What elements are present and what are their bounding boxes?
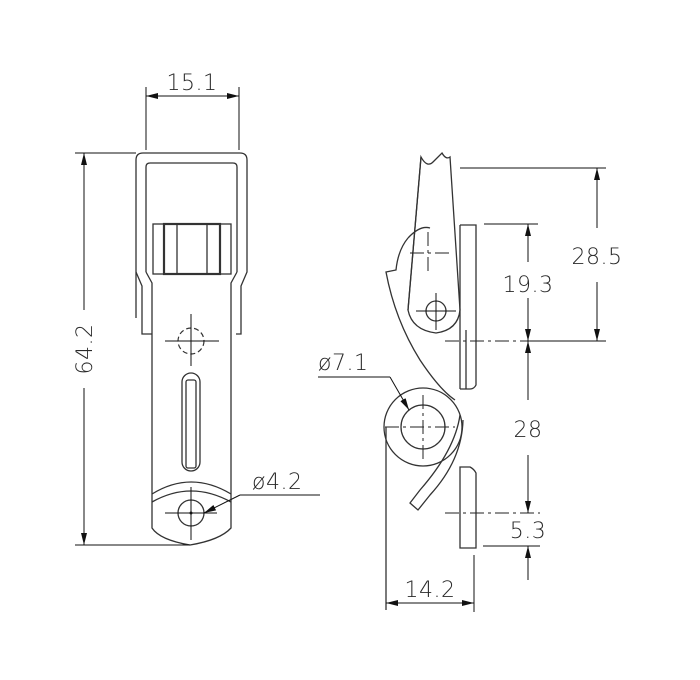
side-view bbox=[383, 151, 540, 610]
dim-label-19-3: 19.3 bbox=[503, 273, 554, 298]
dim-width-15-1: 15.1 bbox=[145, 71, 240, 150]
roller bbox=[152, 222, 232, 276]
lever-arm bbox=[407, 151, 461, 334]
dim-label-5-3: 5.3 bbox=[510, 519, 547, 544]
dim-hole-4-2: ø4.2 bbox=[203, 470, 320, 514]
dim-28: 28 bbox=[514, 341, 543, 513]
dim-pivot-7-1: ø7.1 bbox=[318, 351, 410, 411]
dim-label-28: 28 bbox=[514, 418, 543, 443]
dim-label-hole: ø4.2 bbox=[252, 470, 302, 495]
dim-19-3: 19.3 bbox=[484, 223, 554, 341]
hook-frame-outer-left bbox=[135, 271, 152, 335]
dim-label-height: 64.2 bbox=[73, 324, 98, 375]
front-view bbox=[135, 152, 248, 546]
dim-label-width: 15.1 bbox=[167, 71, 218, 96]
dim-14-2: 14.2 bbox=[386, 555, 475, 612]
hook-curve bbox=[385, 237, 456, 401]
dim-5-3: 5.3 bbox=[483, 519, 546, 580]
base-plate bbox=[460, 224, 477, 390]
dim-label-28-5: 28.5 bbox=[572, 245, 623, 270]
hook-frame-inner bbox=[145, 162, 238, 272]
dim-label-14-2: 14.2 bbox=[405, 578, 456, 603]
dim-label-pivot: ø7.1 bbox=[318, 351, 368, 376]
dim-28-5: 28.5 bbox=[460, 167, 623, 342]
dim-height-64-2: 64.2 bbox=[73, 152, 190, 546]
hook-frame-outer bbox=[135, 152, 248, 335]
adjustment-slot bbox=[181, 372, 201, 472]
